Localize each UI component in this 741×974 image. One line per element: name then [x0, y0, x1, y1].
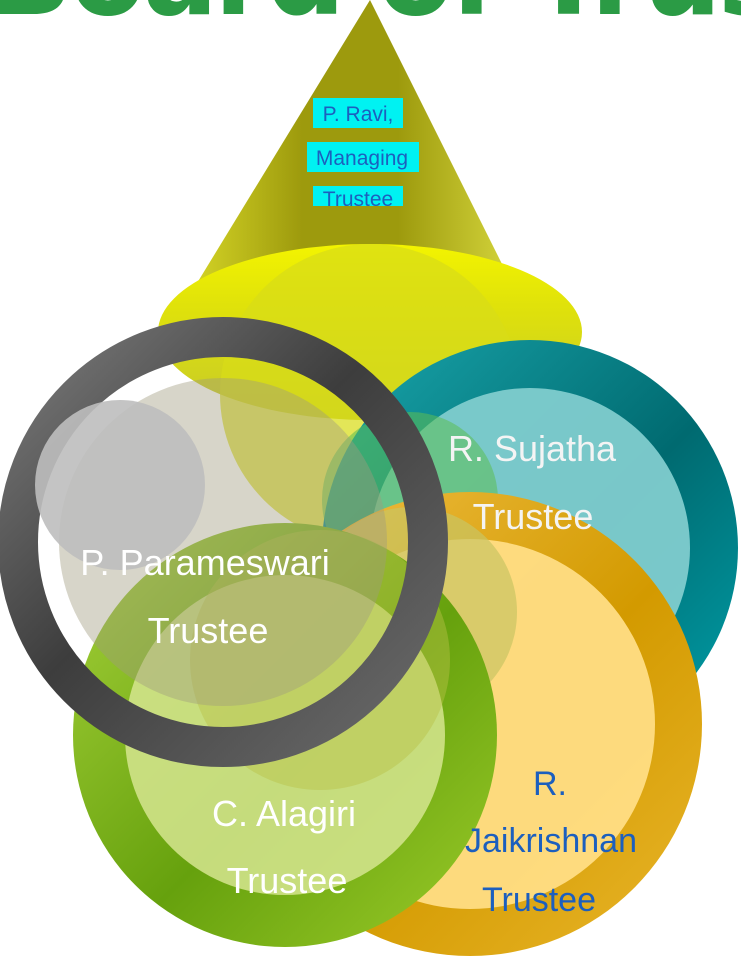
- alagiri-name: C. Alagiri: [212, 793, 356, 834]
- jaikrishnan-initial: R.: [533, 765, 567, 803]
- managing-trustee-subrole: Trustee: [323, 188, 393, 211]
- managing-trustee-name-highlight: [313, 98, 403, 128]
- managing-trustee-name: P. Ravi,: [323, 103, 394, 126]
- sujatha-name: R. Sujatha: [448, 428, 617, 469]
- sujatha-role: Trustee: [473, 496, 594, 537]
- alagiri-role: Trustee: [227, 860, 348, 901]
- gray-trustee-ring: [0, 317, 448, 767]
- managing-trustee-subrole-highlight: [313, 186, 403, 206]
- managing-trustee-role-highlight: [307, 142, 419, 172]
- jaikrishnan-role: Trustee: [482, 881, 596, 919]
- managing-trustee-role: Managing: [316, 147, 408, 170]
- parameswari-name: P. Parameswari: [80, 542, 329, 583]
- parameswari-role: Trustee: [148, 610, 269, 651]
- jaikrishnan-name: Jaikrishnan: [465, 822, 637, 860]
